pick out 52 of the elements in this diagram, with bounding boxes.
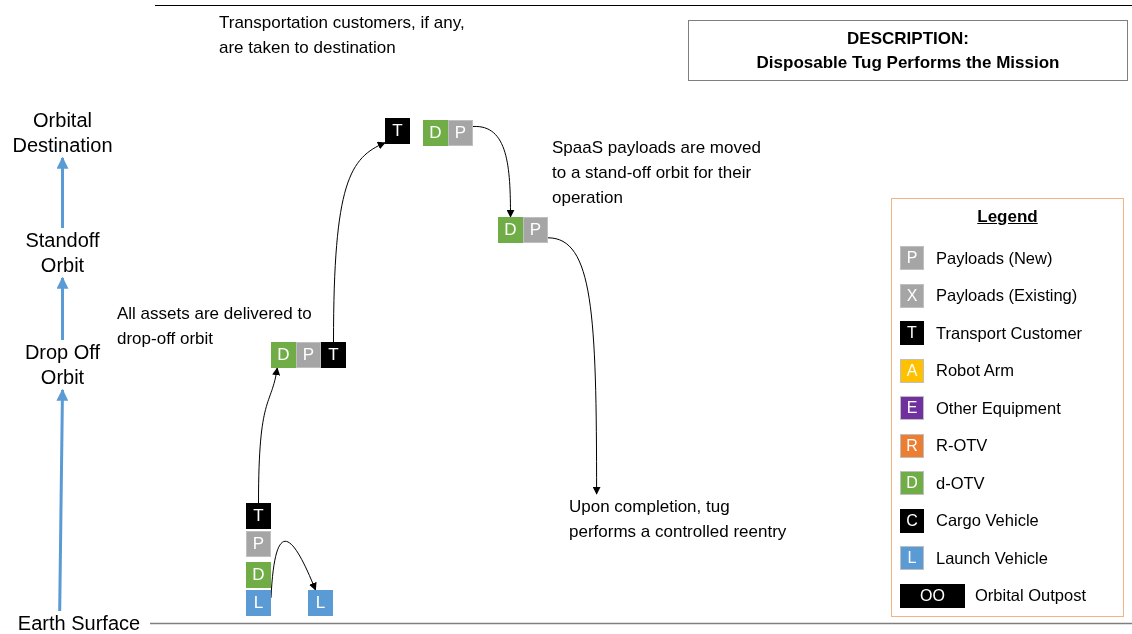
orbit-level-label: Earth Surface — [10, 611, 148, 634]
legend-swatch: C — [900, 508, 924, 533]
description-text: Disposable Tug Performs the Mission — [756, 51, 1060, 74]
legend-text: Orbital Outpost — [975, 586, 1086, 605]
legend-text: R-OTV — [936, 436, 988, 455]
description-heading: DESCRIPTION: — [847, 27, 969, 50]
vehicle-block: D — [246, 562, 271, 588]
vehicle-block: T — [385, 118, 410, 144]
legend-text: Robot Arm — [936, 361, 1014, 380]
step-note: SpaaS payloads are moved to a stand-off orbit for their operation — [552, 137, 762, 209]
altitude-arrow — [56, 388, 69, 612]
legend-text: Launch Vehicle — [936, 548, 1048, 568]
legend-text: Transport Customer — [936, 323, 1083, 343]
legend-swatch: D — [900, 471, 924, 495]
legend-swatch: P — [900, 246, 924, 270]
legend-swatch: L — [900, 546, 924, 570]
legend-text: Payloads (New) — [936, 248, 1053, 268]
legend-swatch: X — [900, 283, 924, 308]
legend-swatch: E — [900, 396, 924, 420]
legend-swatch: A — [900, 358, 924, 383]
transfer-arrow — [333, 142, 386, 343]
transfer-arrow — [472, 126, 515, 218]
vehicle-block: D — [423, 120, 448, 146]
legend-text: Payloads (Existing) — [936, 286, 1078, 305]
vehicle-block: P — [448, 120, 473, 146]
legend-swatch: OO — [900, 583, 965, 608]
step-note: Transportation customers, if any, are taken to destination — [219, 12, 466, 59]
transfer-arrow — [547, 237, 601, 495]
vehicle-block: T — [246, 503, 271, 529]
orbit-level-label: Drop Off Orbit — [10, 340, 115, 390]
vehicle-block: D — [498, 217, 523, 243]
vehicle-block: P — [523, 217, 548, 243]
altitude-arrow — [56, 156, 69, 228]
legend-text: Other Equipment — [936, 398, 1061, 418]
vehicle-block: L — [308, 590, 333, 616]
legend-text: Cargo Vehicle — [936, 511, 1039, 530]
legend-panel — [891, 198, 1124, 617]
transfer-arrow — [258, 367, 280, 504]
vehicle-block: P — [296, 342, 321, 368]
legend-text: d-OTV — [936, 473, 985, 493]
orbit-level-label: Orbital Destination — [5, 108, 120, 158]
vehicle-block: D — [271, 342, 296, 368]
legend-title: Legend — [977, 207, 1038, 227]
legend-swatch: R — [900, 433, 924, 458]
vehicle-block: T — [321, 342, 346, 368]
step-note: Upon completion, tug performs a controlled reentry — [569, 494, 799, 574]
altitude-arrow — [56, 276, 69, 340]
description-box — [688, 20, 1128, 81]
vehicle-block: P — [246, 531, 271, 557]
orbit-level-label: Standoff Orbit — [15, 228, 110, 278]
legend-swatch: T — [900, 321, 924, 345]
vehicle-block: L — [246, 590, 271, 616]
